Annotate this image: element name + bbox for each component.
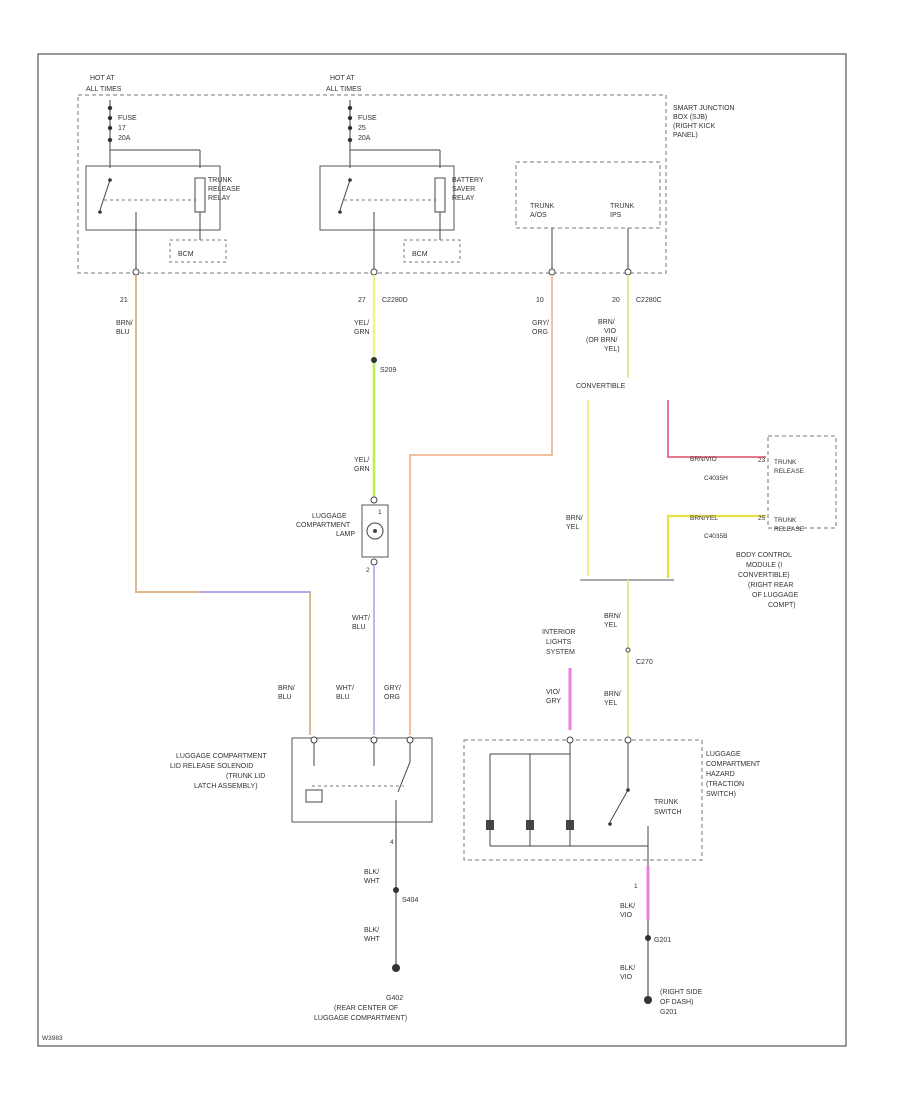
wire-brn-blu-1: BRN/BLU BRN/BLU xyxy=(116,275,311,735)
footer-code: W3983 xyxy=(42,1035,63,1042)
w7-label: WHT/BLU xyxy=(352,615,370,631)
splice-s209: S209 xyxy=(380,367,396,374)
lcs-pin-1: 1 xyxy=(634,883,638,890)
w4-label: BRN/VIO(OR BRN/YEL) xyxy=(586,319,620,353)
w14-label: BLK/WHT xyxy=(364,927,381,943)
bcm-pin-25: 25 xyxy=(758,515,766,522)
splice-s404: S404 xyxy=(402,897,418,904)
w8-label: BRN/BLU xyxy=(278,685,295,701)
bcm-pin-23: 23 xyxy=(758,457,766,464)
w9-label: WHT/BLU xyxy=(336,685,354,701)
splice-c270: C270 xyxy=(636,659,653,666)
w5-label: BRN/YEL xyxy=(566,515,583,531)
w3-label: GRY/ORG xyxy=(532,320,549,336)
pin-10: 10 xyxy=(536,297,544,304)
connector-c2280c: C2280C xyxy=(636,297,662,304)
w11-label: VIO/GRY xyxy=(546,689,561,705)
diagram-frame xyxy=(37,53,847,1047)
pin-20: 20 xyxy=(612,297,620,304)
lamp-pin-2: 2 xyxy=(366,567,370,574)
wire-brn-vio: BRN/VIO(OR BRN/YEL) CONVERTIBLE BRN/VIO … xyxy=(566,275,766,738)
relay2-bcm: BCM xyxy=(412,251,428,258)
bcm-conn-1: C4035H xyxy=(704,475,728,482)
hot-label-1: HOT AT ALL TIMES xyxy=(86,75,122,93)
w15-label: BLK/VIO xyxy=(620,903,635,919)
w2-label: YEL/GRN xyxy=(354,320,370,336)
w2b-label: YEL/GRN xyxy=(354,457,370,473)
g402-label: G402 xyxy=(386,995,403,1002)
w-top-right: BRN/VIO xyxy=(690,456,717,463)
pin-27: 27 xyxy=(358,297,366,304)
lamp-pin-1: 1 xyxy=(378,509,382,516)
relay1-bcm: BCM xyxy=(178,251,194,258)
ground-g402: BLK/WHT S404 BLK/WHT G402 (REAR CENTER O… xyxy=(314,828,418,1022)
w10-label: GRY/ORG xyxy=(384,685,401,701)
wire-yel-grn: YEL/GRN S209 YEL/GRN xyxy=(354,275,396,498)
hot-label-2: HOT AT ALL TIMES xyxy=(326,75,362,93)
bcm-conn-2: C4035B xyxy=(704,533,728,540)
splice-g201: G201 xyxy=(654,937,671,944)
w13-label: BLK/WHT xyxy=(364,869,381,885)
w1-label: BRN/BLU xyxy=(116,320,133,336)
bcm-label: BODY CONTROL MODULE (I CONVERTIBLE) (RIG… xyxy=(736,552,800,609)
convertible-label: CONVERTIBLE xyxy=(576,383,626,390)
wire-gry-org: GRY/ORG GRY/ORG xyxy=(384,275,553,735)
w6-label: BRN/YEL xyxy=(604,613,621,629)
w16-label: BLK/VIO xyxy=(620,965,635,981)
w12-label: BRN/YEL xyxy=(604,691,621,707)
sjb-inner-box xyxy=(515,161,661,229)
latch-pin-4: 4 xyxy=(390,839,394,846)
w-bot-right: BRN/YEL xyxy=(690,515,718,522)
pin-21: 21 xyxy=(120,297,128,304)
sjb-label: SMART JUNCTION BOX (SJB) (RIGHT KICK PAN… xyxy=(673,105,737,139)
wire-wht-blu: WHT/BLU WHT/BLU xyxy=(336,565,375,735)
sjb-pins: 21 27 10 20 C2280D C2280C xyxy=(120,268,662,304)
connector-c2280d: C2280D xyxy=(382,297,408,304)
